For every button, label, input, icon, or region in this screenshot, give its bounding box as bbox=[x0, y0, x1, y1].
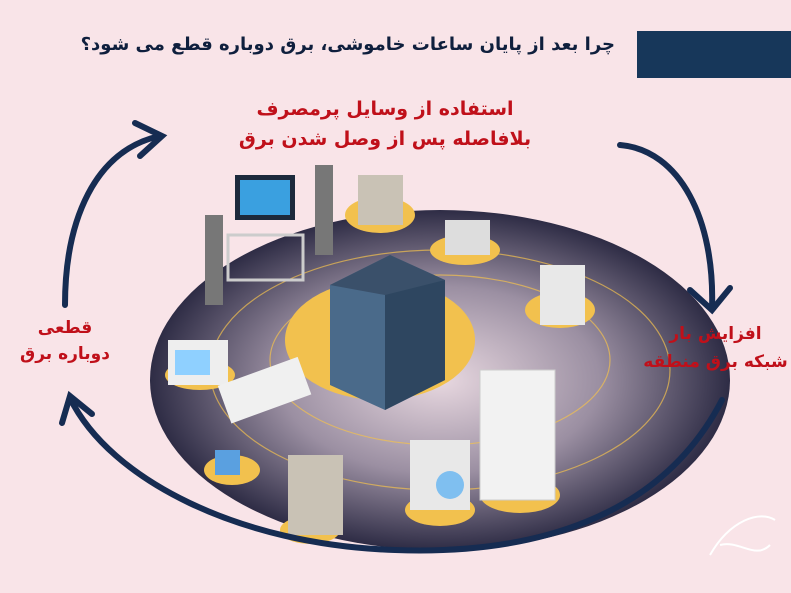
logo bbox=[709, 515, 776, 556]
laptop-icon bbox=[204, 450, 260, 485]
step-right-line1: افزایش بار bbox=[669, 324, 762, 344]
page-title: چرا بعد از پایان ساعات خاموشی، برق دوبار… bbox=[80, 34, 615, 55]
cabinet-icon bbox=[345, 175, 415, 233]
step-top-line1: استفاده از وسایل پرمصرف bbox=[256, 98, 514, 120]
step-top-line2: بلافاصله پس از وصل شدن برق bbox=[238, 128, 532, 150]
fridge-icon bbox=[479, 369, 560, 513]
header-bar bbox=[637, 31, 791, 78]
step-right-line2: شبکه برق منطقه bbox=[643, 352, 788, 372]
arrow-left-up bbox=[62, 133, 163, 308]
building-icon bbox=[330, 255, 445, 410]
stereo-icon bbox=[430, 220, 500, 265]
step-grid-load: افزایش بار شبکه برق منطقه bbox=[640, 320, 791, 376]
step-left-line1: قطعی bbox=[37, 318, 93, 338]
step-left-line2: دوباره برق bbox=[20, 344, 110, 364]
stove-icon bbox=[525, 265, 595, 328]
speaker-icon bbox=[205, 165, 333, 305]
arrow-bottom bbox=[67, 395, 725, 554]
tv-icon bbox=[226, 175, 305, 282]
step-appliance-use: استفاده از وسایل پرمصرف بلافاصله پس از و… bbox=[220, 94, 550, 154]
air-conditioner-icon bbox=[217, 356, 312, 424]
microwave-icon bbox=[165, 340, 235, 390]
step-outage: قطعی دوباره برق bbox=[0, 315, 130, 367]
washing-machine-icon bbox=[405, 440, 475, 526]
dishwasher-icon bbox=[280, 455, 343, 544]
arrow-right-down bbox=[617, 142, 716, 311]
